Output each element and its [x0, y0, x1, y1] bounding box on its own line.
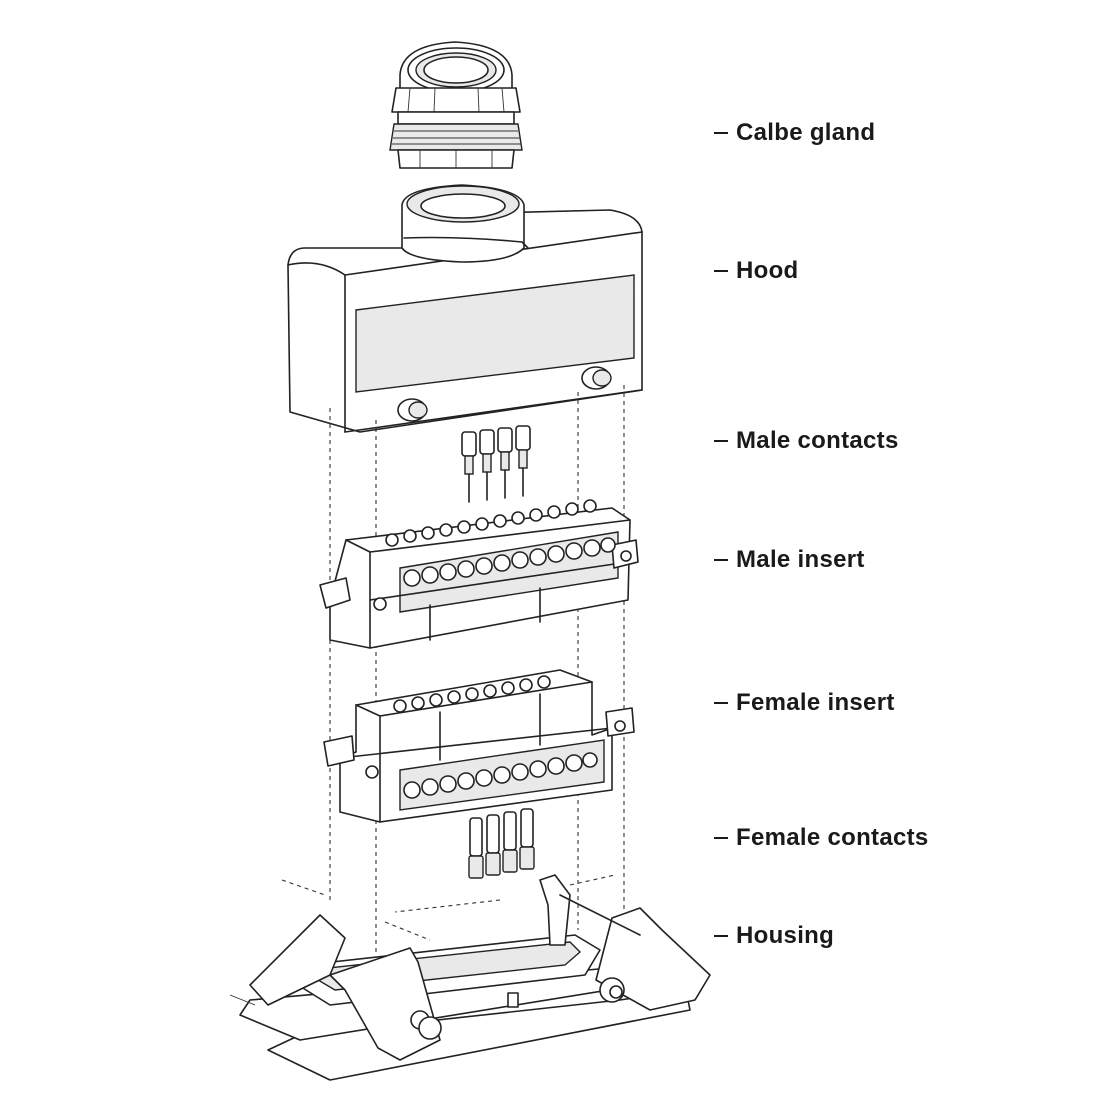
label-leader-line — [714, 837, 728, 839]
label-text: Calbe gland — [736, 119, 876, 146]
label-text: Female insert — [736, 689, 895, 716]
label-text: Male insert — [736, 546, 865, 573]
label-cable-gland: Calbe gland — [714, 118, 875, 148]
label-leader-line — [714, 132, 728, 134]
label-hood: Hood — [714, 256, 799, 286]
label-female-contacts: Female contacts — [714, 823, 929, 853]
female-contacts-part — [468, 808, 535, 879]
label-male-contacts: Male contacts — [714, 426, 899, 456]
alignment-guides — [281, 385, 625, 955]
label-female-insert: Female insert — [714, 688, 895, 718]
hood-part — [287, 184, 643, 433]
label-housing: Housing — [714, 921, 834, 951]
label-leader-line — [714, 559, 728, 561]
label-leader-line — [714, 440, 728, 442]
label-text: Female contacts — [736, 824, 929, 851]
female-insert-part — [323, 669, 635, 823]
label-text: Hood — [736, 257, 799, 284]
label-text: Housing — [736, 922, 835, 949]
label-leader-line — [714, 270, 728, 272]
label-leader-line — [714, 935, 728, 937]
male-contacts-part — [461, 425, 531, 503]
male-insert-part — [319, 499, 639, 649]
label-text: Male contacts — [736, 427, 899, 454]
cable-gland-part — [389, 41, 523, 169]
housing-part — [229, 874, 711, 1081]
label-male-insert: Male insert — [714, 545, 865, 575]
label-leader-line — [714, 702, 728, 704]
